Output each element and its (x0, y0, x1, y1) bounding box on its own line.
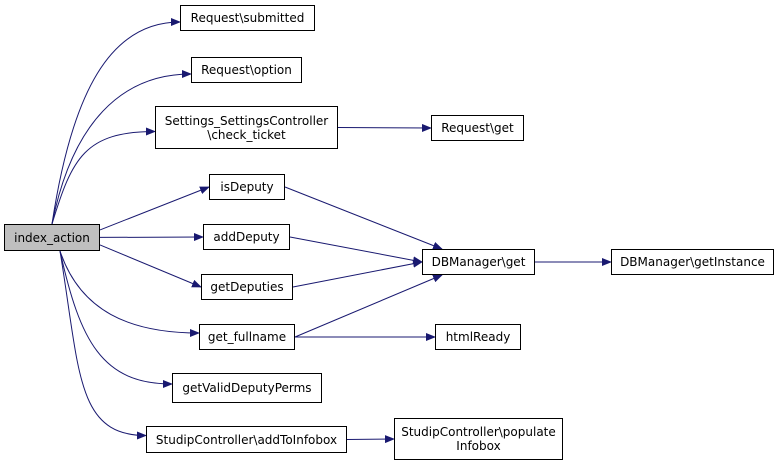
node-label: getDeputies (210, 280, 283, 294)
node-label-line: getValidDeputyPerms (182, 381, 312, 395)
node-index_action[interactable]: index_action (4, 224, 100, 251)
node-getDeputies[interactable]: getDeputies (201, 274, 293, 300)
node-dbmanager_get[interactable]: DBManager\get (422, 249, 535, 275)
node-label-line: Infobox (456, 439, 501, 453)
node-label-line: Request\submitted (190, 11, 305, 25)
node-label: index_action (14, 231, 90, 245)
node-label: Request\option (201, 63, 292, 77)
node-label-line: Request\get (441, 121, 514, 135)
node-label: addDeputy (213, 230, 279, 244)
edge-index_action-to-isDeputy (99, 186, 210, 231)
node-label-line: StudipController\populate (401, 425, 556, 439)
edge-isDeputy-to-dbmanager_get (284, 186, 443, 250)
node-label: get_fullname (208, 330, 286, 344)
edge-index_action-to-check_ticket (51, 127, 156, 225)
node-label-line: Settings_SettingsController (164, 113, 329, 128)
edge-get_fullname-to-dbmanager_get (294, 274, 443, 338)
node-htmlReady[interactable]: htmlReady (435, 324, 521, 350)
edge-index_action-to-option (51, 70, 192, 225)
node-label: htmlReady (446, 330, 511, 344)
node-label: Settings_SettingsController\check_ticket (165, 114, 328, 142)
node-option[interactable]: Request\option (191, 57, 302, 83)
node-getValidDeputyPerms[interactable]: getValidDeputyPerms (172, 373, 322, 403)
node-label: DBManager\get (432, 255, 526, 269)
node-label: Request\submitted (191, 11, 305, 25)
node-label-line: htmlReady (445, 330, 511, 344)
edge-getDeputies-to-dbmanager_get (292, 259, 423, 288)
node-request_get[interactable]: Request\get (431, 115, 524, 141)
node-label: isDeputy (220, 180, 273, 194)
node-label: Request\get (441, 121, 514, 135)
edge-index_action-to-getValidDeputyPerms (59, 250, 173, 388)
node-label-line: StudipController\addToInfobox (155, 432, 338, 447)
node-label-line: index_action (14, 230, 90, 245)
node-label-line: get_fullname (207, 330, 287, 344)
node-label-line: DBManager\getInstance (620, 255, 765, 269)
edge-addDeputy-to-dbmanager_get (289, 236, 423, 265)
edge-index_action-to-get_fullname (59, 250, 200, 337)
edge-check_ticket-to-request_get (337, 123, 432, 132)
node-label: StudipController\addToInfobox (156, 433, 337, 447)
edge-index_action-to-submitted (51, 18, 181, 225)
node-addToInfobox[interactable]: StudipController\addToInfobox (146, 426, 347, 453)
node-getInstance[interactable]: DBManager\getInstance (611, 249, 774, 275)
node-isDeputy[interactable]: isDeputy (209, 174, 285, 200)
node-label-line: isDeputy (220, 180, 274, 194)
node-label-line: addDeputy (213, 230, 280, 244)
edge-addToInfobox-to-populateInfobox (346, 435, 395, 444)
node-label-line: getDeputies (210, 280, 284, 294)
node-get_fullname[interactable]: get_fullname (199, 324, 295, 350)
node-submitted[interactable]: Request\submitted (180, 5, 315, 31)
node-label-line: \check_ticket (207, 127, 286, 142)
edge-index_action-to-getDeputies (99, 244, 202, 288)
node-label-line: Request\option (201, 63, 292, 77)
node-label: DBManager\getInstance (620, 255, 765, 269)
node-check_ticket[interactable]: Settings_SettingsController\check_ticket (155, 106, 338, 149)
node-label: getValidDeputyPerms (182, 381, 311, 395)
edge-index_action-to-addToInfobox (59, 250, 147, 440)
node-label-line: DBManager\get (431, 255, 526, 269)
node-addDeputy[interactable]: addDeputy (203, 224, 290, 250)
